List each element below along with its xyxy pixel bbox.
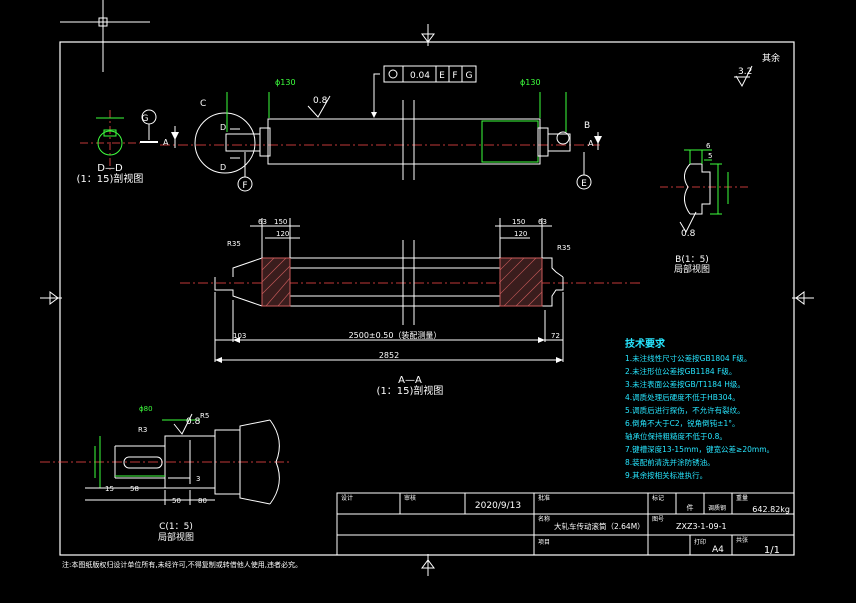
tb-name-header: 名称 (538, 515, 550, 523)
tech-item: 7.键槽深度13-15mm，键宽公差≥20mm。 (625, 444, 774, 454)
tech-item: 6.倒角不大于C2，锐角倒钝±1°。 (625, 418, 739, 428)
tolerance-datum-e: E (439, 71, 445, 81)
dim-63-right: 63 (538, 218, 547, 226)
dim-2500: 2500±0.50（装配测量） (349, 330, 442, 340)
dim-2852: 2852 (379, 351, 399, 360)
tech-item: 轴承位保持粗糙度不低于0.8。 (625, 431, 727, 441)
detail-circle-c (194, 112, 256, 174)
crosshair-cursor-icon (60, 0, 150, 72)
dim-150-right: 150 (512, 218, 525, 226)
caption-b-sub: 局部视图 (674, 263, 710, 275)
dim-b-5: 5 (708, 152, 712, 160)
centering-mark-left-icon (40, 291, 62, 305)
tb-date: 2020/9/13 (475, 501, 521, 511)
tech-item: 4.调质处理后硬度不低于HB304。 (625, 392, 740, 402)
tolerance-datum-g: G (466, 71, 473, 81)
tb-approve-header: 批准 (538, 494, 550, 502)
tolerance-datum-f: F (452, 71, 457, 81)
roughness-rest-label: 其余 (762, 52, 780, 64)
centering-mark-bottom-icon (421, 554, 435, 576)
centering-mark-top-icon (421, 24, 435, 46)
tb-weight-value: 642.82kg (752, 505, 790, 514)
tech-item: 2.未注形位公差按GB1184 F级。 (625, 366, 736, 376)
title-block (336, 492, 795, 556)
dim-c-80: 80 (198, 497, 207, 505)
section-view-aa (180, 218, 640, 363)
dim-b-6: 6 (706, 142, 711, 150)
caption-dd: D—D (97, 163, 123, 174)
dim-120-right: 120 (514, 230, 527, 238)
tech-item: 1.未注线性尺寸公差按GB1804 F级。 (625, 353, 751, 363)
roughness-c: 0.8 (186, 417, 201, 427)
caption-aa: A—A (398, 375, 422, 386)
general-roughness-symbol (734, 65, 753, 88)
tb-mark-header: 标记 (652, 494, 664, 502)
tech-requirements-list: 1.未注线性尺寸公差按GB1804 F级。 2.未注形位公差按GB1184 F级… (625, 353, 774, 480)
centering-mark-right-icon (792, 291, 814, 305)
tb-sheet-header: 打印 (694, 538, 706, 546)
tb-qty-header: 件 (687, 503, 694, 512)
roughness-general: 3.2 (738, 67, 752, 77)
dim-72: 72 (551, 332, 560, 340)
datum-f-label: F (242, 181, 247, 191)
tech-item: 3.未注表面公差按GB/T1184 H级。 (625, 379, 745, 389)
tb-design-header: 设计 (341, 494, 353, 502)
roughness-b: 0.8 (681, 229, 696, 239)
detail-b-label: B (584, 121, 590, 131)
dim-r35-right: R35 (557, 244, 571, 252)
tb-check-header: 审核 (404, 494, 416, 502)
caption-b: B(1：5) (675, 255, 709, 265)
tb-paper-size: A4 (712, 545, 724, 555)
tb-code-header: 图号 (652, 516, 664, 523)
dim-c-3: 3 (196, 475, 200, 483)
roughness-main: 0.8 (313, 96, 328, 106)
dim-c-dia: ϕ80 (139, 405, 153, 413)
geometric-tolerance-frame: 0.04 E F G (383, 65, 477, 83)
dim-c-50: 50 (172, 497, 181, 505)
copyright-note: 注:本图纸版权归设计单位所有,未经许可,不得复制或转借他人使用,违者必究。 (62, 560, 302, 569)
dim-120-left: 120 (276, 230, 289, 238)
tolerance-value: 0.04 (410, 71, 430, 81)
detail-c-label: C (200, 99, 206, 109)
datum-g-label: G (142, 114, 149, 124)
section-d-top-label: D (220, 123, 226, 132)
dim-c-r5: R5 (200, 412, 209, 420)
section-view-dd (80, 110, 140, 170)
section-a-left-label: A (163, 138, 169, 147)
tb-weight-header: 重量 (736, 494, 748, 502)
caption-aa-scale: (1：15)剖视图 (377, 384, 444, 397)
dim-63-left: 63 (258, 218, 267, 226)
dim-dia130-left: ϕ130 (275, 78, 296, 87)
dim-c-15: 15 (105, 485, 114, 493)
tech-title: 技术要求 (625, 337, 666, 350)
dim-150-left: 150 (274, 218, 287, 226)
dim-c-r3: R3 (138, 426, 147, 434)
tb-page-number: 1/1 (764, 545, 780, 556)
tech-item: 9.其余按相关标准执行。 (625, 470, 707, 480)
tech-item: 5.调质后进行探伤，不允许有裂纹。 (625, 405, 745, 415)
section-d-bottom-label: D (220, 163, 226, 172)
section-a-right-label: A (588, 139, 594, 148)
caption-c-sub: 局部视图 (158, 531, 194, 543)
tb-drawing-code: ZXZ3-1-09-1 (676, 522, 727, 531)
dim-r35-left: R35 (227, 240, 241, 248)
tb-page-header: 共张 (736, 536, 748, 544)
detail-view-c (40, 413, 290, 505)
dim-dia130-right: ϕ130 (520, 78, 541, 87)
detail-view-b (660, 149, 750, 234)
caption-c: C(1：5) (159, 522, 193, 532)
tb-project-header: 项目 (538, 539, 550, 546)
dim-103: 103 (233, 332, 246, 340)
tech-item: 8.装配前清洗并涂防锈油。 (625, 457, 715, 467)
caption-dd-scale: (1：15)剖视图 (77, 172, 144, 185)
main-shaft-view (140, 73, 602, 192)
dim-c-58: 58 (130, 485, 139, 493)
tb-part-name: 大轧车传动滚筒（2.64M） (554, 521, 645, 531)
tb-material-value: 调质钢 (708, 504, 726, 512)
datum-e-label: E (581, 179, 587, 189)
